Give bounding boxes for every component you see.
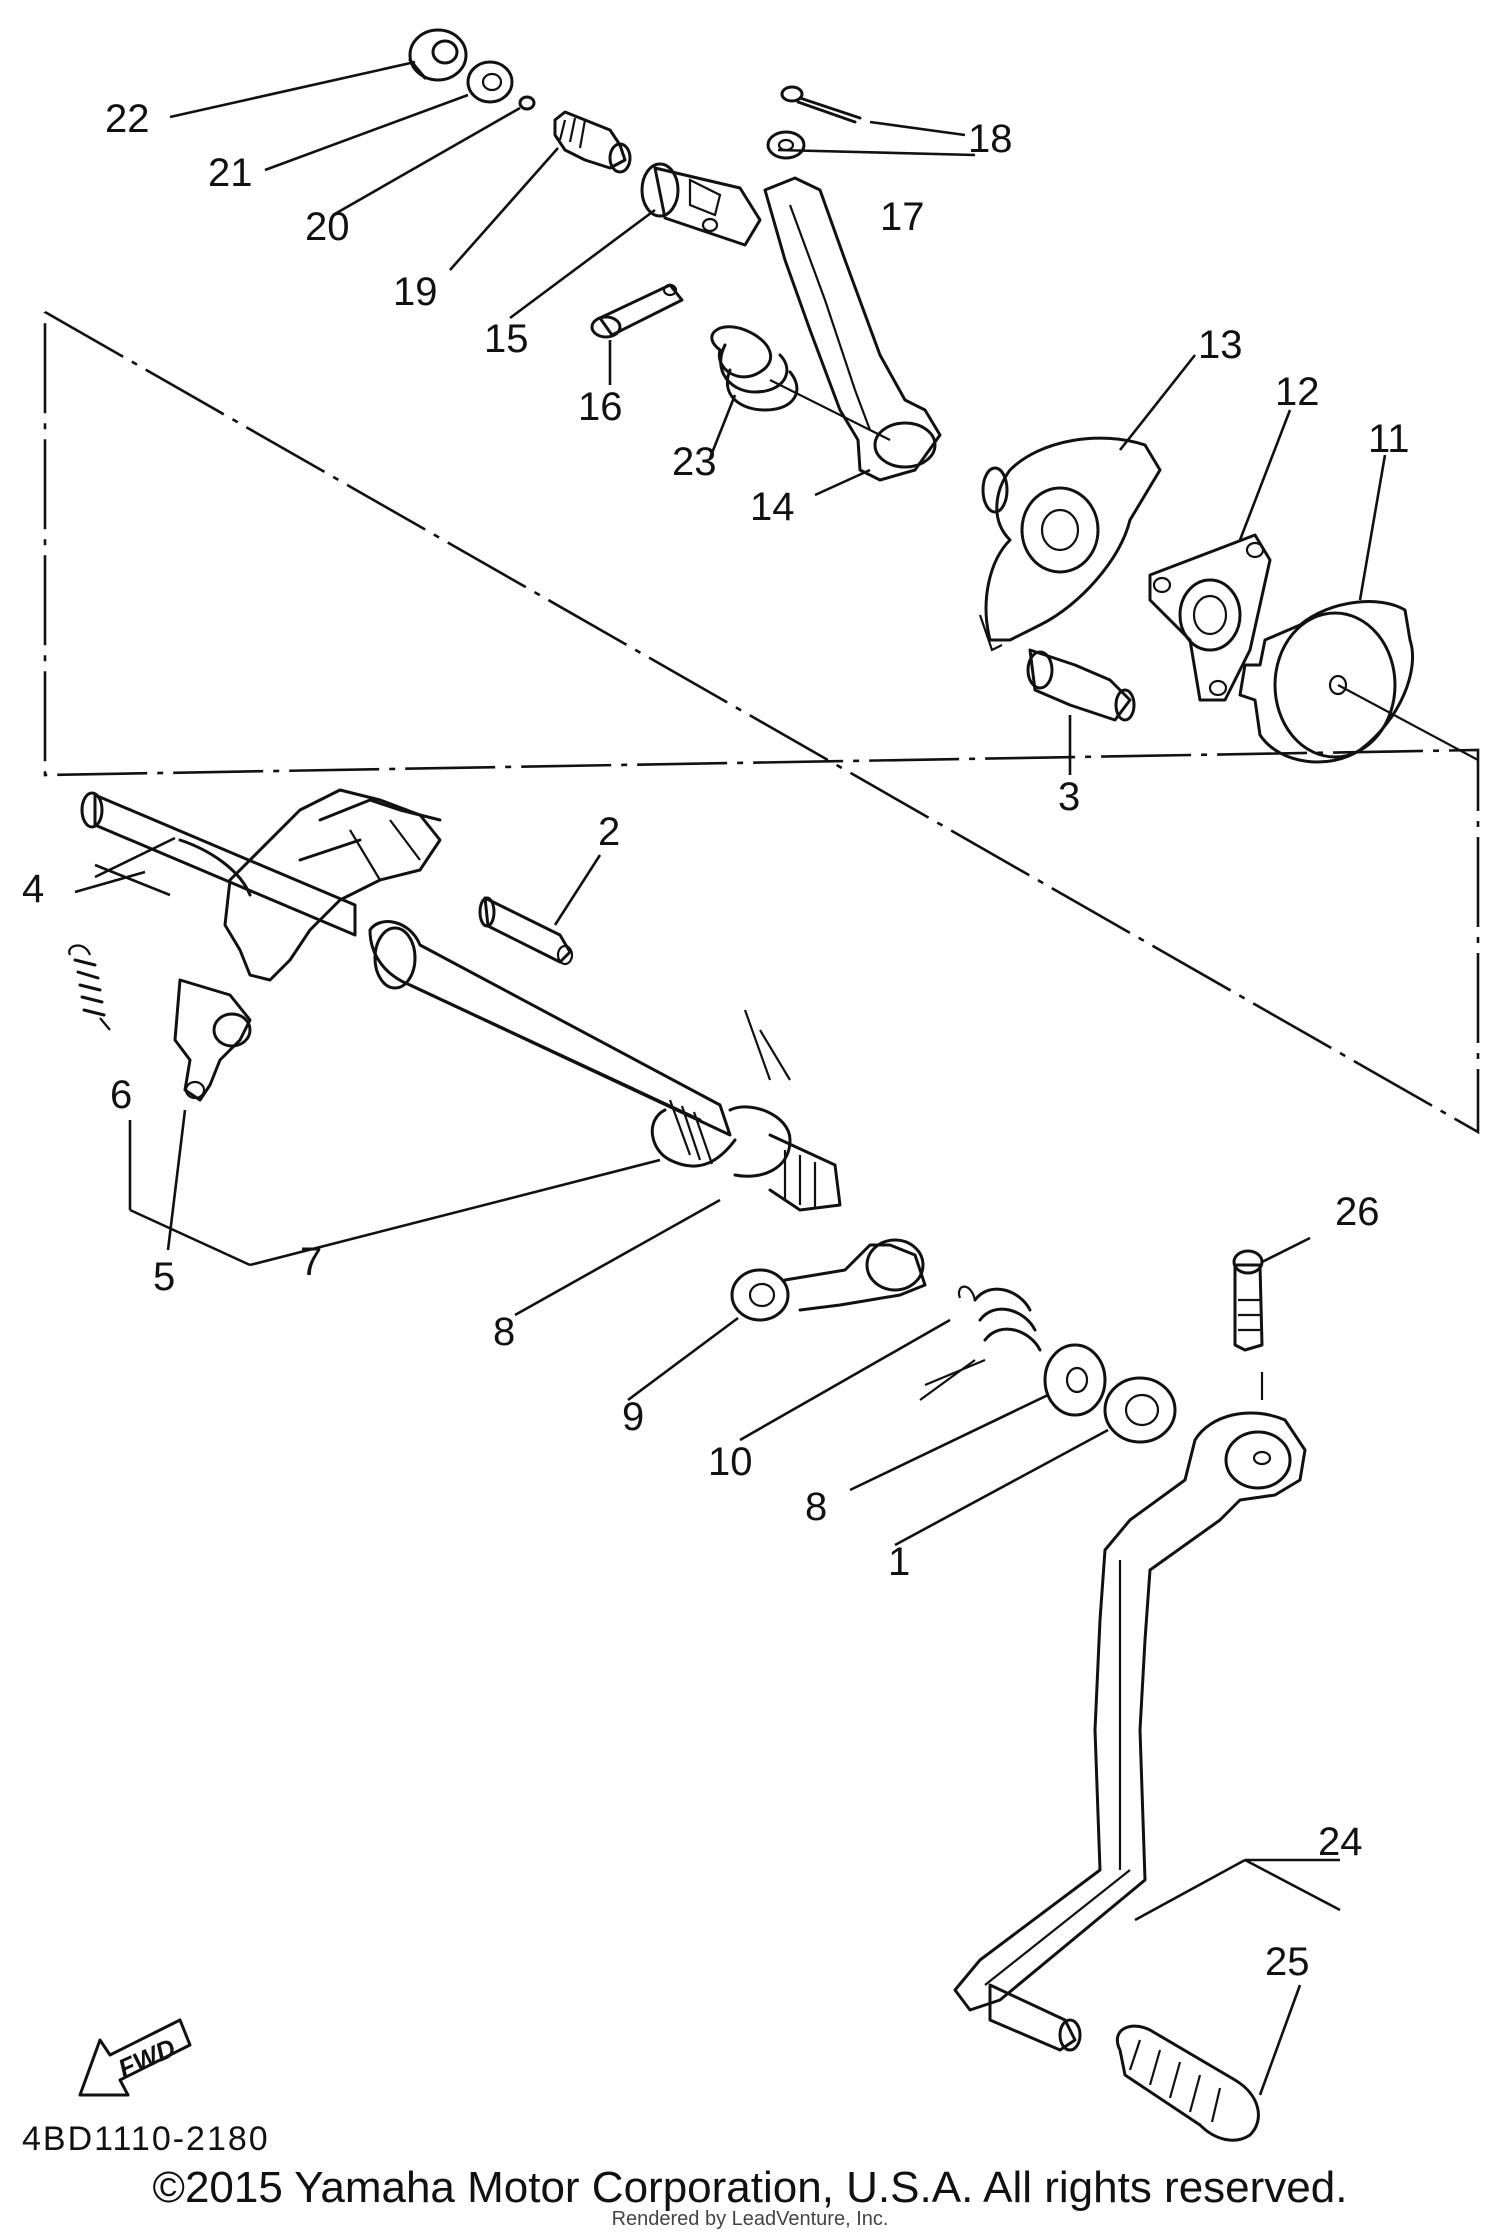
callout-2: 2: [598, 810, 620, 854]
part-20-oring: [518, 95, 536, 111]
callout-1: 1: [888, 1540, 910, 1584]
part-19-pin: [553, 110, 632, 174]
fwd-label: FWD: [114, 2032, 180, 2084]
part-1-oil-seal: [1103, 1376, 1177, 1444]
callout-15: 15: [484, 317, 529, 361]
part-2-pin: [478, 896, 574, 966]
callout-22: 22: [105, 97, 150, 141]
callout-17: 17: [880, 195, 925, 239]
callout-21: 21: [208, 151, 253, 195]
part-11-segment: [1238, 600, 1479, 764]
part-23-spring: [710, 325, 891, 441]
callout-14: 14: [750, 485, 795, 529]
part-6-spring: [68, 944, 111, 1031]
callout-18: 18: [968, 117, 1013, 161]
callout-13: 13: [1198, 323, 1243, 367]
part-7-shift-shaft: [368, 920, 842, 1212]
leader-lines: [74, 60, 1387, 2096]
callout-3: 3: [1058, 775, 1080, 819]
callout-7: 7: [300, 1240, 322, 1284]
callout-26: 26: [1335, 1190, 1380, 1234]
callout-4: 4: [22, 867, 44, 911]
fwd-arrow-icon: FWD: [78, 2018, 192, 2097]
part-25-pedal-rubber: [988, 1983, 1260, 2142]
part-code: 4BD1110-2180: [22, 2120, 270, 2158]
callout-9: 9: [622, 1395, 644, 1439]
copyright-notice: ©2015 Yamaha Motor Corporation, U.S.A. A…: [152, 2163, 1348, 2212]
callout-16: 16: [578, 385, 623, 429]
part-21-washer: [466, 60, 514, 104]
rendered-by-credit: Rendered by LeadVenture, Inc.: [611, 2208, 889, 2230]
part-16-pin: [590, 283, 684, 339]
part-22-nut: [408, 28, 468, 82]
callout-labels: 22 21 20 19 15 16 23 14 17 18 13 12 11 3…: [22, 97, 1410, 1984]
callout-8-upper: 8: [493, 1310, 515, 1354]
part-17-clip: [766, 130, 806, 160]
callout-23: 23: [672, 440, 717, 484]
callout-24: 24: [1318, 1820, 1363, 1864]
part-8-washer-lower: [1043, 1343, 1107, 1417]
callout-12: 12: [1275, 370, 1320, 414]
callout-5: 5: [153, 1255, 175, 1299]
part-14-shift-arm: [763, 176, 942, 482]
callout-6: 6: [110, 1073, 132, 1117]
part-13-plate: [978, 436, 1162, 652]
part-15-joint: [640, 162, 762, 247]
part-10-spring: [919, 1285, 1042, 1401]
part-12-stopper-plate: [1148, 533, 1272, 702]
assembly-outline: [43, 310, 1480, 1135]
callout-10: 10: [708, 1440, 753, 1484]
part-18-cotter-pin: [780, 85, 862, 124]
part-4-shift-cam: [80, 788, 442, 982]
callout-11: 11: [1368, 417, 1410, 461]
part-26-bolt: [1232, 1249, 1264, 1400]
part-3-bolt: [1026, 648, 1136, 722]
callout-19: 19: [393, 270, 438, 314]
callout-8-lower: 8: [805, 1485, 827, 1529]
callout-20: 20: [305, 205, 350, 249]
part-24-shift-pedal: [953, 1411, 1307, 2012]
part-9-shift-lever-collar: [730, 1238, 927, 1322]
part-5-stopper-lever: [173, 978, 252, 1102]
callout-25: 25: [1265, 1940, 1310, 1984]
